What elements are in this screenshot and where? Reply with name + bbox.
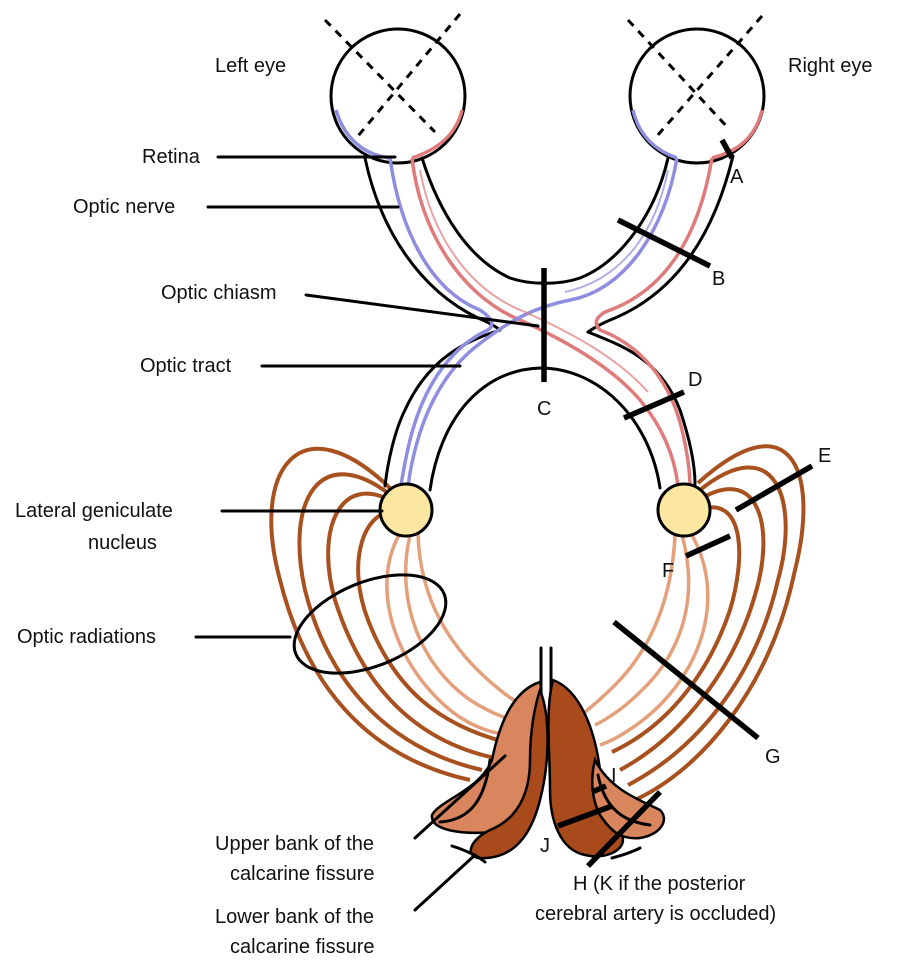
left-eye-label: Left eye: [215, 55, 286, 77]
optic-fibers: [390, 158, 712, 492]
radiation-fiber: [418, 534, 528, 706]
right-eye-label: Right eye: [788, 55, 873, 77]
lesion-b-bar: [618, 220, 710, 266]
lesion-h-label-line2: cerebral artery is occluded): [535, 903, 776, 925]
lesion-d-label: D: [688, 369, 702, 391]
lgn-label-line2: nucleus: [88, 532, 157, 554]
lesion-f-label: F: [662, 560, 674, 582]
radiation-fiber: [595, 535, 689, 725]
lgn-label-line1: Lateral geniculate: [15, 500, 173, 522]
left-eye: [325, 14, 465, 163]
lesion-j-label: J: [540, 835, 550, 857]
lateral-geniculate-nucleus-left: [380, 484, 432, 536]
lesion-c-label: C: [537, 398, 551, 420]
interhemispheric-fissure: [541, 648, 551, 690]
upper-bank-label-line1: Upper bank of the: [215, 833, 374, 855]
lesion-g-label: G: [765, 746, 781, 768]
optic-chiasm-label: Optic chiasm: [161, 282, 277, 304]
lateral-geniculate-nucleus-right: [658, 484, 710, 536]
optic-nerve-label: Optic nerve: [73, 196, 175, 218]
optic-tract-label: Optic tract: [140, 355, 232, 377]
lower-bank-label-line2: calcarine fissure: [230, 936, 375, 958]
lesion-e-label: E: [818, 445, 831, 467]
fiber-right-temporal: [596, 158, 712, 488]
retina-label: Retina: [142, 146, 201, 168]
lesion-i-label: I: [611, 765, 617, 787]
lesion-h-label-line1: H (K if the posterior: [573, 873, 746, 895]
lower-bank-leader: [415, 855, 475, 910]
lower-bank-label-line1: Lower bank of the: [215, 906, 374, 928]
lesion-b-label: B: [712, 268, 725, 290]
right-eye: [628, 16, 764, 163]
radiation-fiber: [271, 449, 470, 780]
left-tract-outer: [385, 330, 500, 486]
optic-radiations-label: Optic radiations: [17, 626, 156, 648]
lesion-a-label: A: [730, 166, 744, 188]
upper-bank-label-line2: calcarine fissure: [230, 863, 375, 885]
occipital-cortex: [432, 648, 664, 862]
